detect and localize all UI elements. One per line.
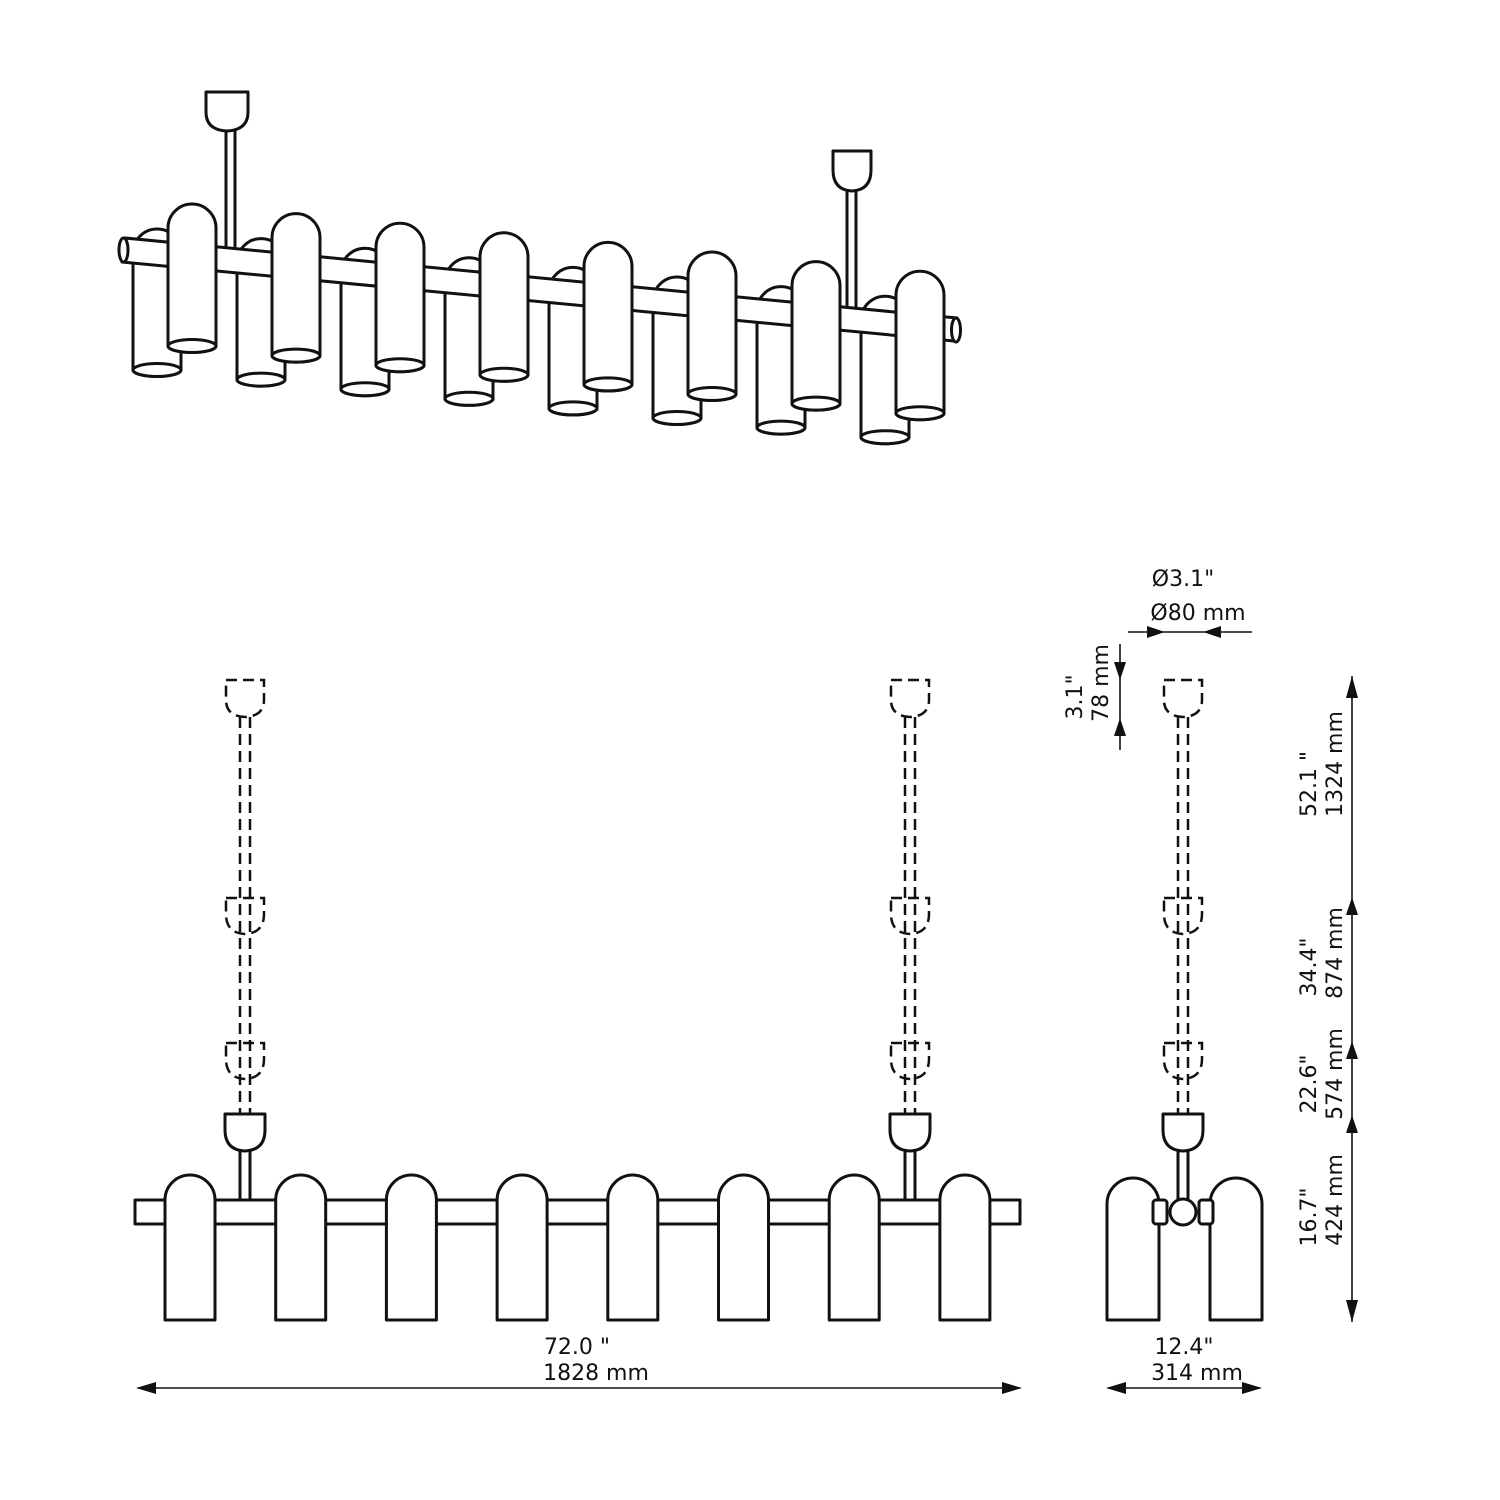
front-view bbox=[133, 678, 1022, 1322]
iso-front-cylinder bbox=[582, 240, 634, 393]
canopy-outline-dashed bbox=[224, 678, 266, 719]
side-suspension-rod bbox=[1161, 678, 1205, 1202]
front-lamp bbox=[717, 1173, 770, 1322]
body-height-imperial-label: 16.7" bbox=[1297, 1187, 1322, 1246]
diameter-imperial-label: Ø3.1" bbox=[1152, 567, 1214, 592]
iso-back-cylinder-opening bbox=[131, 362, 183, 378]
canopy-cup bbox=[223, 1112, 267, 1153]
iso-front-cylinder-opening bbox=[686, 386, 738, 402]
drop-2-imperial-label: 34.4" bbox=[1297, 937, 1322, 996]
iso-front-cylinder-opening bbox=[478, 366, 530, 383]
iso-back-cylinder-opening bbox=[651, 410, 703, 426]
diameter-metric-label: Ø80 mm bbox=[1150, 601, 1245, 626]
iso-back-cylinder-opening bbox=[859, 429, 911, 446]
iso-front-cylinder-opening bbox=[790, 395, 842, 412]
front-suspension-rods bbox=[223, 678, 932, 1202]
drop-max-metric-label: 1324 mm bbox=[1323, 711, 1348, 817]
width-metric-label: 1828 mm bbox=[543, 1361, 649, 1386]
rod-solid bbox=[238, 1144, 252, 1202]
front-lamp bbox=[827, 1173, 881, 1322]
iso-front-cylinder-opening bbox=[582, 376, 634, 393]
coupler-outline-dashed bbox=[889, 1041, 931, 1081]
dimension-lines bbox=[136, 626, 1358, 1394]
isometric-view bbox=[117, 90, 962, 446]
canopy-height-metric-label: 78 mm bbox=[1089, 644, 1114, 722]
depth-metric-label: 314 mm bbox=[1151, 1361, 1243, 1386]
coupler-outline-dashed bbox=[1162, 1041, 1204, 1081]
iso-back-cylinder-opening bbox=[547, 400, 599, 417]
iso-bar bbox=[117, 236, 962, 344]
front-lamp bbox=[384, 1173, 438, 1322]
iso-front-cylinder bbox=[686, 250, 738, 402]
dimension-labels: 72.0 " 1828 mm 12.4" 314 mm Ø3.1" Ø80 mm… bbox=[543, 567, 1348, 1386]
iso-front-cylinder bbox=[374, 221, 426, 374]
suspension-assembly bbox=[888, 678, 932, 1202]
coupler-outline-dashed bbox=[889, 896, 931, 936]
front-lamp bbox=[163, 1173, 217, 1322]
iso-front-cylinder bbox=[894, 269, 946, 422]
drop-3-imperial-label: 22.6" bbox=[1297, 1054, 1322, 1113]
coupler-outline-dashed bbox=[1162, 896, 1204, 936]
iso-front-cylinder bbox=[478, 231, 530, 383]
iso-front-cylinder bbox=[270, 212, 322, 364]
iso-canopy-right bbox=[831, 149, 873, 320]
iso-back-cylinder-opening bbox=[755, 419, 807, 436]
side-lamp-right bbox=[1208, 1176, 1264, 1322]
rod-solid bbox=[903, 1144, 917, 1202]
canopy-outline-dashed bbox=[889, 678, 931, 719]
drop-max-imperial-label: 52.1 " bbox=[1297, 751, 1322, 817]
iso-front-cylinder bbox=[790, 260, 842, 412]
front-lamp-row bbox=[163, 1173, 992, 1322]
front-lamp bbox=[606, 1173, 660, 1322]
iso-back-cylinder-opening bbox=[235, 371, 287, 388]
iso-front-cylinder bbox=[166, 202, 218, 354]
canopy-height-imperial-label: 3.1" bbox=[1063, 674, 1088, 719]
canopy-cup bbox=[1161, 1112, 1205, 1153]
drop-3-metric-label: 574 mm bbox=[1323, 1028, 1348, 1120]
side-view bbox=[1105, 678, 1264, 1322]
front-lamp bbox=[274, 1173, 328, 1322]
iso-back-cylinder-opening bbox=[443, 390, 495, 407]
drop-2-metric-label: 874 mm bbox=[1323, 907, 1348, 999]
canopy-cup bbox=[888, 1112, 932, 1153]
iso-front-cylinder-opening bbox=[374, 357, 426, 374]
side-bar-joint bbox=[1151, 1197, 1215, 1227]
iso-canopy-left bbox=[204, 90, 250, 254]
coupler-outline-dashed bbox=[224, 896, 266, 936]
suspension-assembly bbox=[223, 678, 267, 1202]
iso-back-cylinder-opening bbox=[339, 381, 391, 398]
iso-front-cylinder-opening bbox=[894, 405, 946, 422]
rod-solid bbox=[1176, 1144, 1190, 1202]
body-height-metric-label: 424 mm bbox=[1323, 1154, 1348, 1246]
canopy-outline-dashed bbox=[1162, 678, 1204, 719]
iso-front-cylinder-opening bbox=[270, 347, 322, 364]
front-bar bbox=[133, 1198, 1022, 1226]
suspension-assembly bbox=[1161, 678, 1205, 1202]
iso-front-cylinder-opening bbox=[166, 338, 218, 354]
front-lamp bbox=[938, 1173, 992, 1322]
iso-front-row bbox=[166, 202, 946, 422]
coupler-outline-dashed bbox=[224, 1041, 266, 1081]
side-lamp-left bbox=[1105, 1176, 1161, 1322]
width-imperial-label: 72.0 " bbox=[544, 1335, 610, 1360]
front-lamp bbox=[495, 1173, 549, 1322]
depth-imperial-label: 12.4" bbox=[1154, 1335, 1213, 1360]
